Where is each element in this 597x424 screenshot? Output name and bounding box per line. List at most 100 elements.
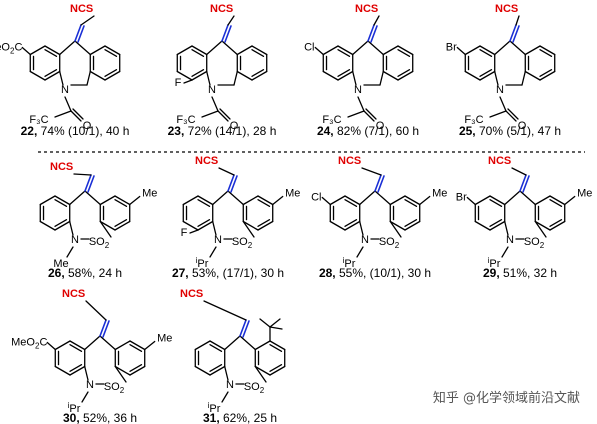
halogen-label: Cl (304, 42, 314, 54)
compound-yield: 70% (5/1), 47 h (479, 124, 561, 138)
ch2-bond (218, 167, 235, 176)
compound-number: 22, (21, 124, 41, 138)
bond (224, 365, 229, 381)
ring-double-bond (54, 199, 68, 208)
isothiocyanate-label: NCS (488, 155, 511, 167)
ring-bond (104, 70, 121, 81)
bond (59, 70, 64, 86)
ring-double-bond (539, 68, 553, 77)
isopropyl-superscript: i (68, 401, 70, 410)
ring-bond (29, 70, 46, 81)
bond (254, 365, 267, 383)
bond (212, 190, 229, 206)
ring-bond (191, 45, 208, 56)
isopropyl-text: Pr (344, 258, 355, 270)
ring-double-bond (44, 49, 58, 58)
ring-double-bond (397, 49, 411, 58)
ring-double-bond (251, 49, 265, 58)
right-aryl-ring (242, 195, 274, 231)
oxygen-label: O (230, 120, 239, 132)
ring-bond (397, 45, 414, 56)
ring-double-bond (114, 218, 128, 227)
ring-double-bond (489, 218, 503, 227)
nitrogen-label: N (361, 234, 369, 246)
right-aryl-ring (114, 340, 146, 376)
compound-yield: 55%, (10/1), 30 h (339, 266, 431, 280)
left-aryl-ring (464, 45, 496, 81)
ring-bond (54, 340, 71, 351)
trifluoromethyl-label: F₃C (29, 114, 48, 126)
ring-bond (242, 220, 259, 231)
ring-bond (209, 340, 226, 351)
ring-bond (54, 365, 71, 376)
ring-double-bond (489, 199, 503, 208)
isopropyl-text: Pr (197, 258, 208, 270)
ring-bond (397, 70, 414, 81)
ring-bond (69, 340, 86, 351)
ring-bond (489, 220, 506, 231)
ring-bond (114, 365, 131, 376)
bond (239, 335, 256, 351)
ring-bond (191, 70, 208, 81)
compound-number: 24, (317, 124, 337, 138)
ring-bond (89, 45, 106, 56)
exocyclic-bond (74, 24, 82, 42)
exocyclic-bond (367, 24, 375, 42)
isothiocyanate-label: NCS (210, 3, 233, 15)
ring-double-bond (104, 49, 118, 58)
exocyclic-bond (377, 175, 385, 193)
ester-carbon: C (39, 337, 47, 349)
ring-bond (236, 45, 253, 56)
ring-bond (129, 340, 146, 351)
ring-bond (104, 45, 121, 56)
bond (227, 190, 244, 206)
ring-bond (89, 70, 106, 81)
ring-bond (99, 220, 116, 231)
ch2-bond (227, 15, 235, 26)
isopropyl-superscript: i (196, 256, 198, 265)
ester-subscript: 2 (35, 342, 40, 351)
bond (209, 246, 217, 258)
ring-bond (539, 45, 556, 56)
right-aryl-ring (524, 45, 556, 81)
ring-bond (479, 70, 496, 81)
ring-double-bond (269, 344, 283, 353)
compound-yield: 82% (7/1), 60 h (337, 124, 419, 138)
bond (356, 246, 364, 258)
exocyclic-bond (227, 174, 235, 192)
watermark-text: 知乎 @化学领域前沿文献 (433, 390, 580, 406)
bond (507, 108, 519, 120)
ring-bond (194, 340, 211, 351)
sulfonyl-subscript: 2 (120, 386, 125, 395)
left-aryl-ring (29, 45, 61, 81)
ring-double-bond (191, 68, 205, 77)
halogen-label: Br (456, 192, 467, 204)
ring-bond (182, 195, 199, 206)
compound-yield: 72% (14/1), 28 h (188, 124, 277, 138)
ring-bond (404, 220, 421, 231)
nitrogen-label: N (214, 234, 222, 246)
bond (217, 110, 229, 122)
ring-double-bond (549, 218, 563, 227)
ring-bond (44, 70, 61, 81)
ring-bond (129, 365, 146, 376)
trifluoromethyl-label: F₃C (322, 114, 341, 126)
ring-double-bond (479, 49, 493, 58)
bond (219, 108, 231, 120)
left-aryl-ring (182, 195, 214, 231)
nitrogen-label: N (354, 84, 362, 96)
bond (456, 46, 466, 56)
isothiocyanate-label: NCS (62, 288, 85, 300)
ch2-bond (515, 15, 520, 26)
bond (374, 190, 391, 206)
bond (242, 220, 255, 238)
ring-double-bond (344, 199, 358, 208)
exocyclic-bond (77, 25, 85, 43)
isopropyl-superscript: i (208, 401, 210, 410)
exocyclic-bond (221, 24, 229, 42)
isothiocyanate-label: NCS (338, 155, 361, 167)
bond (504, 220, 509, 236)
